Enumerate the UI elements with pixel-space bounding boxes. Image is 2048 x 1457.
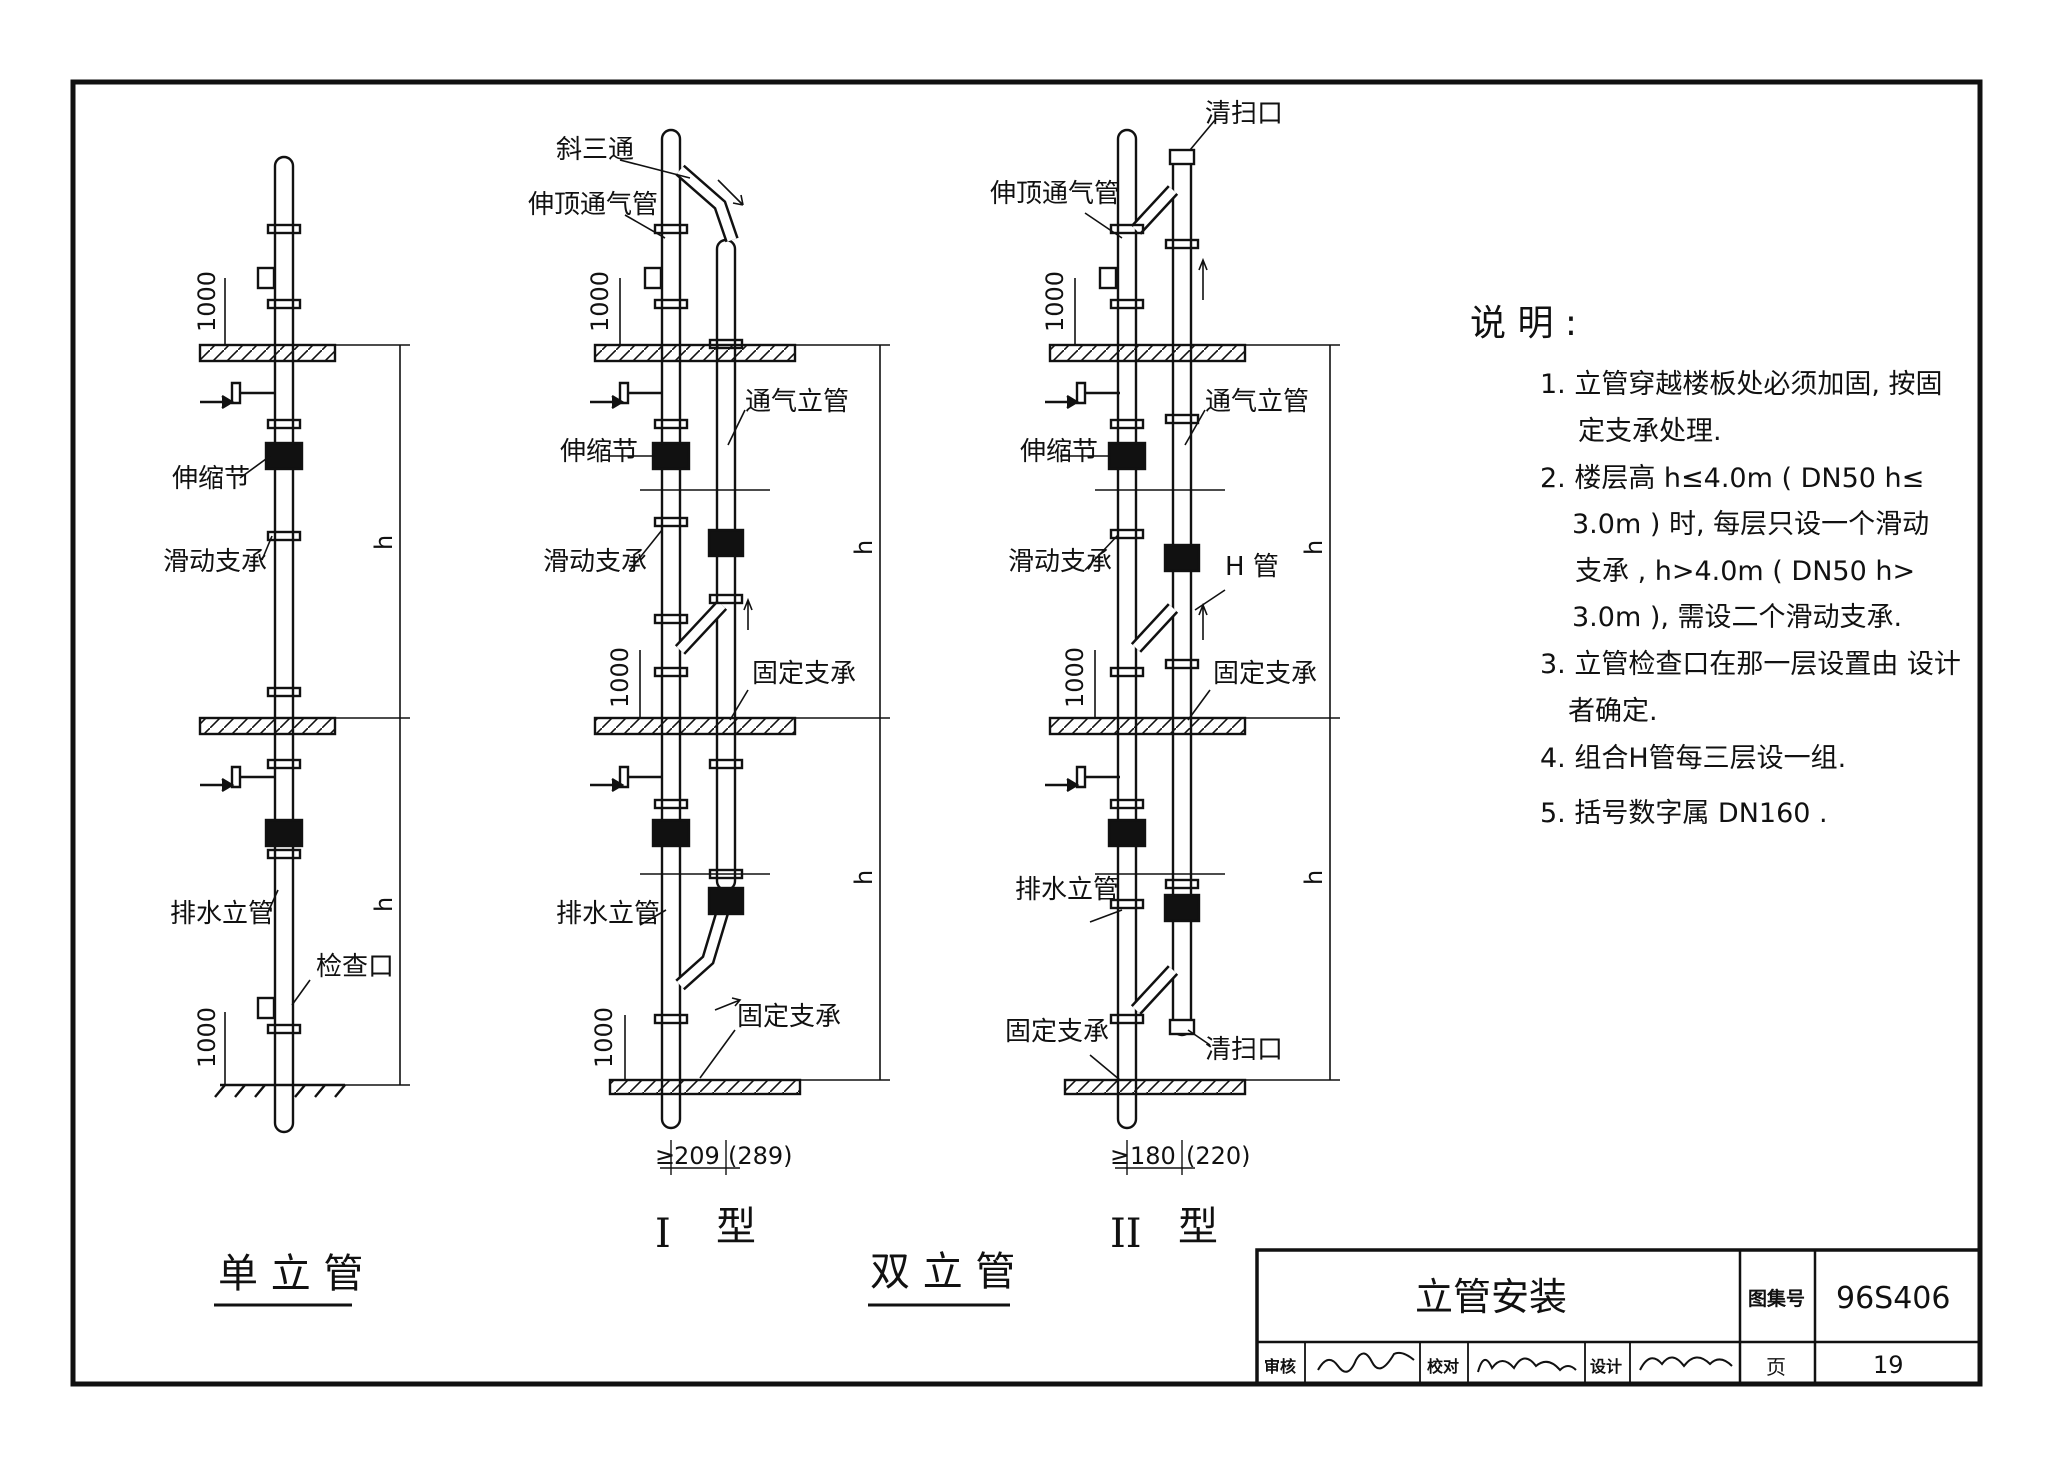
- label-sliding-support: 滑动支承: [163, 547, 267, 577]
- label-h-pipe: H 管: [1225, 552, 1279, 582]
- label-fixed-support-ii-lower: 固定支承: [1005, 1017, 1109, 1047]
- dim-spacing-i: 209: [674, 1142, 720, 1170]
- type1-text: 斜三通 伸顶通气管 通气立管 伸缩节 滑动支承 固定支承 排水立管 固定支承 1…: [528, 135, 878, 1257]
- sheet-border: [70, 79, 1983, 1387]
- label-vent-extension-ii: 伸顶通气管: [990, 179, 1120, 209]
- check-label: 校对: [1427, 1357, 1459, 1376]
- dim-1000-bottom: 1000: [193, 1007, 221, 1068]
- review-label: 审核: [1264, 1357, 1296, 1376]
- label-vent-extension: 伸顶通气管: [528, 190, 658, 220]
- note-line: 3.0m ), 需设二个滑动支承.: [1572, 602, 1902, 633]
- type2-text: 清扫口 伸顶通气管 通气立管 伸缩节 滑动支承 H 管 固定支承 排水立管 固定…: [868, 99, 1328, 1307]
- label-drain-riser-i: 排水立管: [556, 899, 660, 929]
- dim-1000-i-c: 1000: [590, 1007, 618, 1068]
- drawing-title: 立管安装: [1415, 1275, 1567, 1319]
- dim-1000-i-a: 1000: [586, 271, 614, 332]
- label-drain-riser-ii: 排水立管: [1015, 875, 1119, 905]
- dim-1000-top: 1000: [193, 271, 221, 332]
- dim-1000-ii-a: 1000: [1041, 271, 1069, 332]
- design-label: 设计: [1590, 1357, 1622, 1376]
- atlas-label: 图集号: [1748, 1287, 1805, 1310]
- label-sliding-support-i: 滑动支承: [543, 547, 647, 577]
- dim-1000-ii-b: 1000: [1061, 647, 1089, 708]
- label-cleanout-bottom: 清扫口: [1205, 1035, 1283, 1065]
- single-riser-text: 1000 1000 h h 伸缩节 滑动支承 排水立管 检查口 单 立 管: [163, 271, 398, 1307]
- label-inspection-port: 检查口: [316, 952, 394, 982]
- title-block: [1255, 1248, 1982, 1386]
- label-vent-riser-ii: 通气立管: [1205, 387, 1309, 417]
- checker-signature: [1477, 1357, 1577, 1373]
- note-line: 3. 立管检查口在那一层设置由 设计: [1540, 649, 1961, 680]
- page-number: 19: [1873, 1351, 1904, 1379]
- dim-h-ii-upper: h: [1300, 540, 1328, 555]
- label-oblique-tee: 斜三通: [556, 135, 634, 165]
- label-expansion-joint-i: 伸缩节: [560, 437, 638, 467]
- dim-spacing-ge-i: ≥: [655, 1142, 675, 1170]
- dim-spacing-ii: 180: [1130, 1142, 1176, 1170]
- notes-section: 说 明 : 1. 立管穿越楼板处必须加固, 按固 定支承处理. 2. 楼层高 h…: [1470, 303, 1961, 829]
- caption-type1-roman: I: [655, 1211, 671, 1257]
- atlas-number: 96S406: [1836, 1281, 1950, 1316]
- label-vent-riser: 通气立管: [745, 387, 849, 417]
- label-fixed-support-i-lower: 固定支承: [737, 1002, 841, 1032]
- dim-h-ii-lower: h: [1300, 870, 1328, 885]
- type1-diagram: [590, 128, 890, 1175]
- label-expansion-joint-ii: 伸缩节: [1020, 437, 1098, 467]
- label-expansion-joint: 伸缩节: [172, 464, 250, 494]
- caption-double-riser: 双 立 管: [870, 1249, 1015, 1295]
- label-fixed-support-ii-upper: 固定支承: [1213, 659, 1317, 689]
- label-cleanout-top: 清扫口: [1205, 99, 1283, 129]
- note-line: 5. 括号数字属 DN160 .: [1540, 798, 1828, 829]
- note-line: 3.0m ) 时, 每层只设一个滑动: [1572, 509, 1929, 540]
- note-line: 者确定.: [1568, 696, 1658, 727]
- designer-signature: [1639, 1356, 1733, 1371]
- note-line: 1. 立管穿越楼板处必须加固, 按固: [1540, 369, 1943, 400]
- dim-spacing-alt-ii: (220): [1186, 1142, 1251, 1170]
- label-drain-riser: 排水立管: [170, 899, 274, 929]
- note-line: 定支承处理.: [1578, 416, 1722, 447]
- note-line: 2. 楼层高 h≤4.0m ( DN50 h≤: [1540, 463, 1924, 494]
- note-line: 支承 , h>4.0m ( DN50 h>: [1575, 556, 1915, 587]
- label-fixed-support-i-upper: 固定支承: [752, 659, 856, 689]
- title-block-text: 立管安装 图集号 96S406 审核 校对 设计 页 19: [1264, 1275, 1950, 1379]
- caption-type2: 型: [1178, 1204, 1218, 1250]
- page-label: 页: [1766, 1355, 1786, 1379]
- label-sliding-support-ii: 滑动支承: [1008, 547, 1112, 577]
- dim-h-i-lower: h: [850, 870, 878, 885]
- dim-spacing-ge-ii: ≥: [1110, 1142, 1130, 1170]
- caption-single-riser: 单 立 管: [218, 1251, 363, 1297]
- caption-type2-roman: II: [1110, 1211, 1142, 1257]
- dim-h-upper: h: [370, 535, 398, 550]
- notes-title: 说 明 :: [1470, 303, 1577, 344]
- dim-spacing-alt-i: (289): [728, 1142, 793, 1170]
- dim-1000-i-b: 1000: [606, 647, 634, 708]
- type2-diagram: [1045, 119, 1340, 1175]
- dim-h-i-upper: h: [850, 540, 878, 555]
- dim-h-lower: h: [370, 897, 398, 912]
- caption-type1: 型: [716, 1204, 756, 1250]
- single-riser-diagram: [198, 155, 410, 1134]
- note-line: 4. 组合H管每三层设一组.: [1540, 743, 1846, 774]
- reviewer-signature: [1317, 1351, 1415, 1373]
